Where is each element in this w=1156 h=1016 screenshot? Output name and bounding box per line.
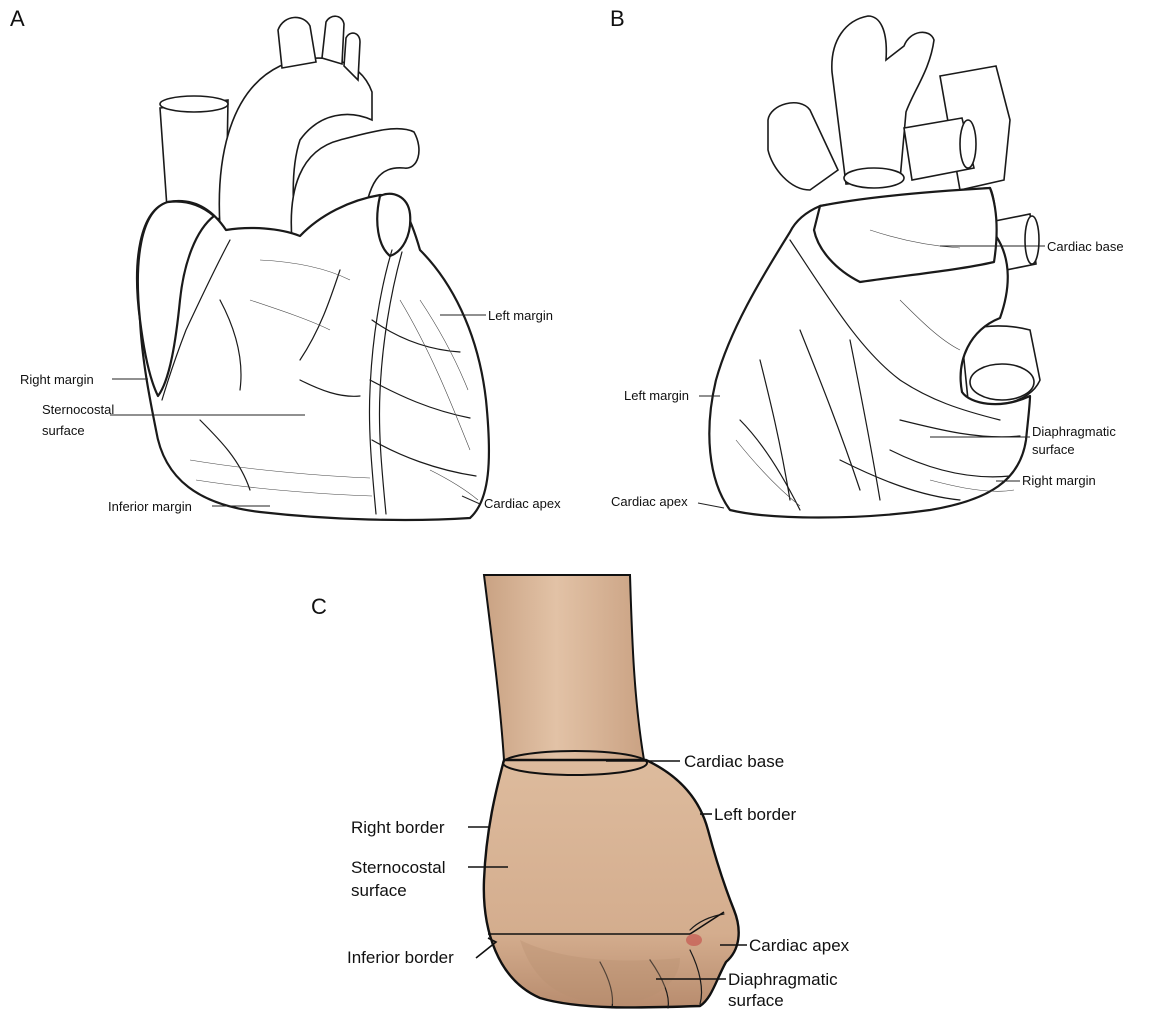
forearm <box>484 575 644 760</box>
panel-b: B <box>610 6 1124 518</box>
b-cardiac-apex-leader <box>698 503 724 508</box>
panel-c-letter: C <box>311 594 327 619</box>
a-sternocostal-label-line1: Sternocostal <box>42 402 114 417</box>
panel-a: A <box>10 6 561 520</box>
stub-1-opening <box>960 120 976 168</box>
panel-a-letter: A <box>10 6 25 31</box>
a-left-margin-label: Left margin <box>488 308 553 323</box>
stub-2-opening <box>1025 216 1039 264</box>
brachiocephalic-trunk <box>278 17 316 68</box>
a-cardiac-apex-label: Cardiac apex <box>484 496 561 511</box>
thumb-tip-shadow <box>686 934 702 946</box>
b-diaphragmatic-label-line2: surface <box>1032 442 1075 457</box>
aorta-opening <box>844 168 904 188</box>
c-sternocostal-label-line2: surface <box>351 881 407 900</box>
a-inferior-margin-label: Inferior margin <box>108 499 192 514</box>
c-left-border-label: Left border <box>714 805 797 824</box>
fist-photo-illustration <box>484 575 739 1008</box>
c-sternocostal-label-line1: Sternocostal <box>351 858 446 877</box>
a-sternocostal-label-line2: surface <box>42 423 85 438</box>
c-diaphragmatic-label-line1: Diaphragmatic <box>728 970 838 989</box>
svc-opening <box>160 96 228 112</box>
b-left-margin-label: Left margin <box>624 388 689 403</box>
c-diaphragmatic-label-line2: surface <box>728 991 784 1010</box>
b-right-margin-label: Right margin <box>1022 473 1096 488</box>
left-common-carotid <box>322 16 344 64</box>
c-right-border-label: Right border <box>351 818 445 837</box>
b-cardiac-base-label: Cardiac base <box>1047 239 1124 254</box>
heart-anterior-illustration <box>137 16 489 520</box>
ivc-opening <box>970 364 1034 400</box>
right-pulmonary-vessels <box>768 103 838 190</box>
heart-posterior-illustration <box>709 16 1040 518</box>
a-right-margin-label: Right margin <box>20 372 94 387</box>
b-diaphragmatic-label-line1: Diaphragmatic <box>1032 424 1116 439</box>
c-cardiac-base-label: Cardiac base <box>684 752 784 771</box>
panel-c: C Cardiac base Left border Right border … <box>311 575 850 1010</box>
b-cardiac-apex-label: Cardiac apex <box>611 494 688 509</box>
c-cardiac-apex-label: Cardiac apex <box>749 936 850 955</box>
c-inferior-border-label: Inferior border <box>347 948 454 967</box>
panel-b-letter: B <box>610 6 625 31</box>
